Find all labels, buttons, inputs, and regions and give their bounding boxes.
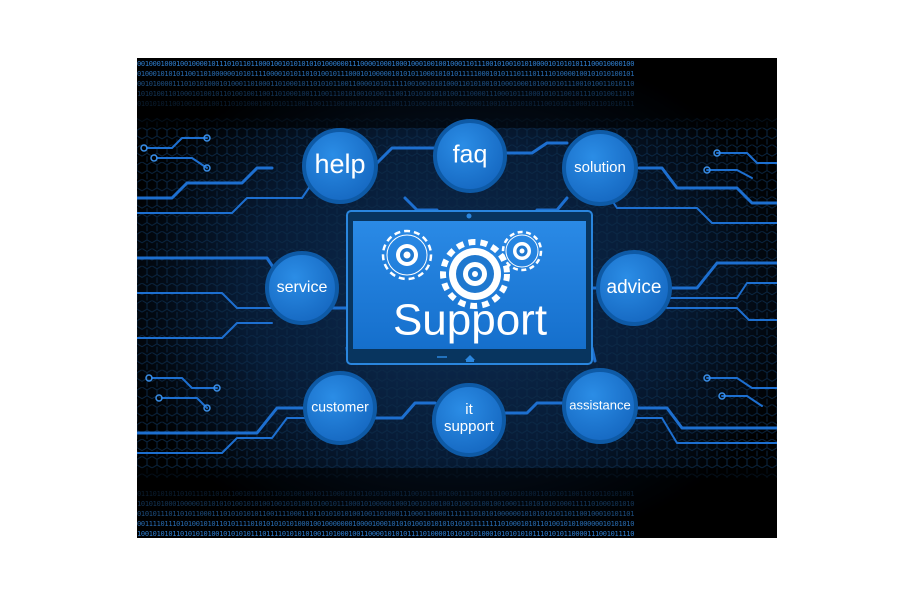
binary-row: 0101010110010010101001110101000100101011…	[137, 100, 634, 108]
node-solution: solution	[562, 130, 638, 206]
node-it-support: it support	[432, 383, 506, 457]
support-title: Support	[393, 296, 547, 345]
node-service: service	[265, 251, 339, 325]
node-label: help	[314, 149, 365, 179]
binary-row: 0111010101101011101101011001011010110101…	[137, 490, 634, 498]
node-label: customer	[311, 399, 369, 415]
node-label: it	[465, 401, 473, 418]
node-label: assistance	[569, 397, 630, 412]
circuit-dots	[140, 134, 726, 412]
gear-icon	[381, 229, 433, 281]
support-tablet: Support	[346, 210, 593, 365]
gear-icon	[440, 239, 510, 309]
binary-row: 0101011101101011000111010101010110011110…	[137, 510, 634, 518]
node-customer: customer	[303, 371, 377, 445]
binary-row: 1001010101101010101001010101011101111010…	[137, 530, 634, 538]
binary-bottom: 0111010101101011101101011001011010110101…	[137, 490, 635, 538]
node-label: faq	[453, 141, 488, 169]
node-label: advice	[607, 277, 662, 298]
support-illustration: 0010001000100100001011101011011000100101…	[137, 58, 777, 538]
node-label: solution	[574, 159, 626, 176]
binary-row: 0010100001110101010001010001101000110100…	[137, 80, 634, 88]
circuit-lines	[137, 137, 777, 454]
gear-icon	[501, 230, 543, 272]
node-label: support	[444, 418, 495, 435]
binary-row: 1010101000100000101010101001010100100101…	[137, 500, 634, 508]
binary-row: 0011110111010100101011010111101010101010…	[137, 520, 634, 528]
binary-row: 1010100110100010100101101001001100110100…	[137, 90, 634, 98]
binary-top: 0010001000100100001011101011011000100101…	[137, 60, 635, 108]
node-assistance: assistance	[562, 368, 638, 444]
binary-row: 0100010101011001101000000101011110000101…	[137, 70, 634, 78]
node-advice: advice	[596, 250, 672, 326]
node-label: service	[277, 279, 328, 296]
binary-row: 0010001000100100001011101011011000100101…	[137, 60, 634, 68]
node-faq: faq	[433, 119, 507, 193]
tablet-home-icon	[465, 355, 475, 362]
node-help: help	[302, 128, 378, 204]
